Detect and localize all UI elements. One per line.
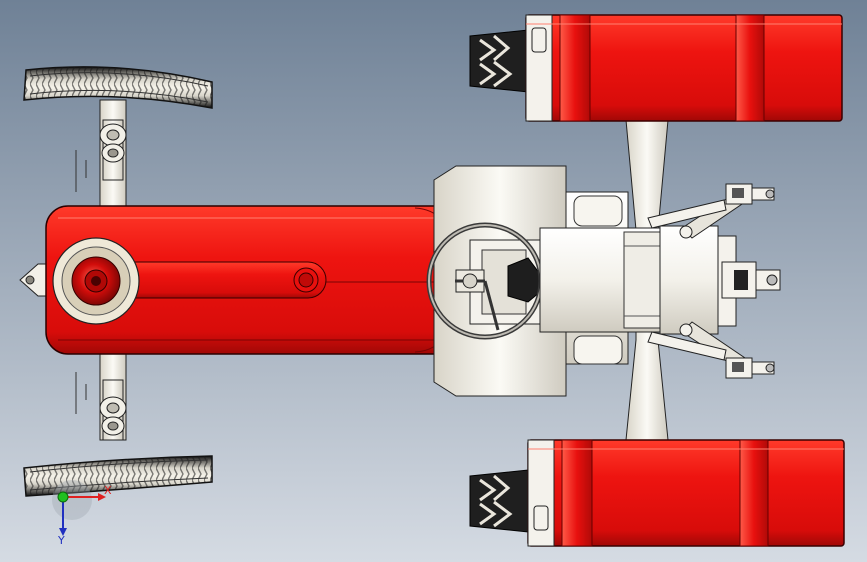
radiator-cap-center [91, 276, 101, 286]
coordinate-triad: X Y [52, 480, 112, 547]
triad-x-label: X [104, 484, 112, 497]
triad-y-label: Y [57, 534, 65, 547]
hood-assembly [19, 205, 459, 355]
operator-platform [426, 165, 567, 397]
front-wheel-top [23, 66, 213, 109]
triad-origin [57, 491, 69, 503]
rear-wheel-bottom [469, 439, 845, 547]
front-wheel-bottom [23, 455, 213, 497]
rear-axle-assembly [539, 119, 781, 441]
rear-wheel-top [469, 14, 843, 122]
